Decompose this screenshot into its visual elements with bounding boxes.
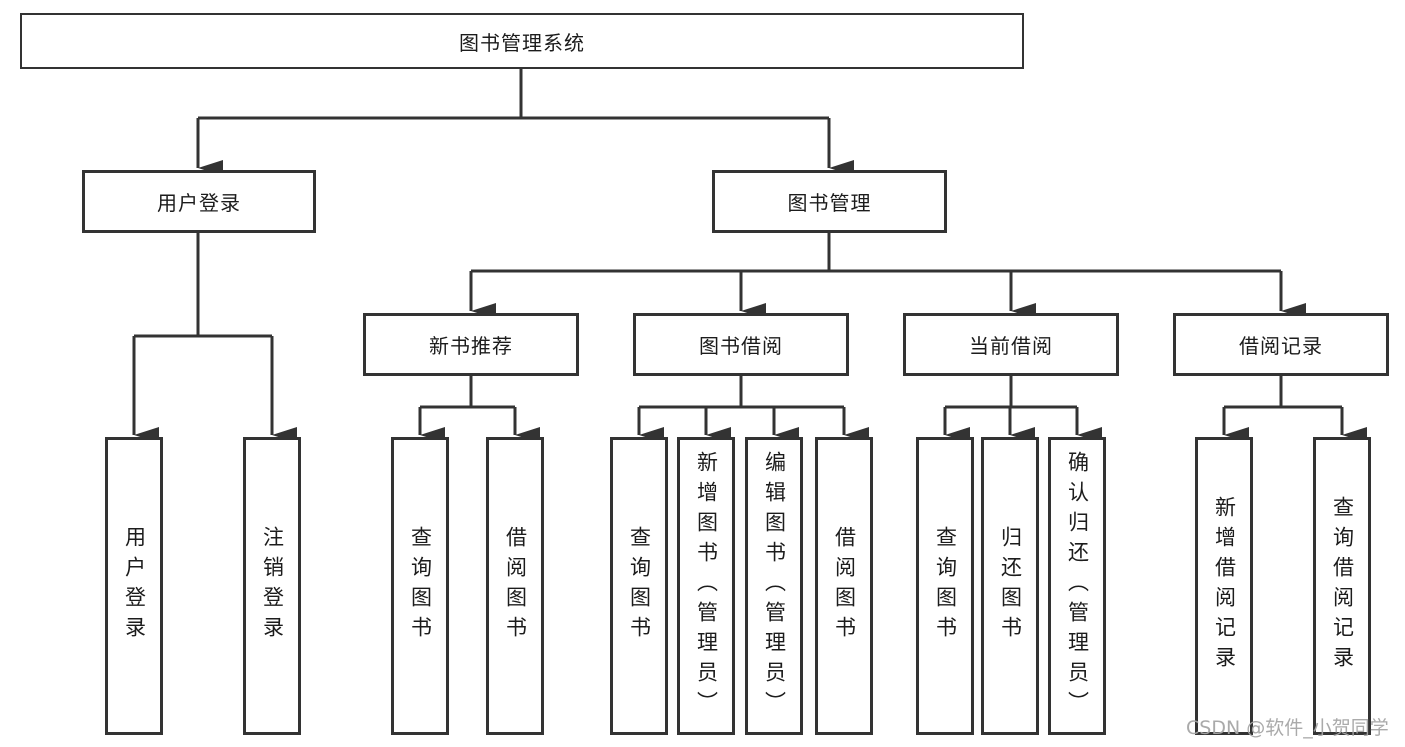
- leaf-record-add: 新增借阅记录: [1195, 437, 1253, 735]
- leaf-newbook-query: 查询图书: [391, 437, 449, 735]
- leaf-borrow-borrow-label: 借阅图书: [832, 526, 857, 646]
- leaf-borrow-borrow: 借阅图书: [815, 437, 873, 735]
- leaf-borrow-edit-admin: 编辑图书（管理员）: [745, 437, 803, 735]
- csdn-watermark: CSDN @软件_小贺同学: [1186, 717, 1389, 739]
- leaf-current-confirm-admin: 确认归还（管理员）: [1048, 437, 1106, 735]
- node-new-book-recommend-label: 新书推荐: [429, 334, 513, 358]
- leaf-borrow-add-admin: 新增图书（管理员）: [677, 437, 735, 735]
- leaf-user-login: 用户登录: [105, 437, 163, 735]
- leaf-borrow-add-admin-label: 新增图书（管理员）: [694, 451, 719, 721]
- leaf-current-query: 查询图书: [916, 437, 974, 735]
- node-current-borrow-label: 当前借阅: [969, 334, 1053, 358]
- node-borrow-record: 借阅记录: [1173, 313, 1389, 376]
- node-current-borrow: 当前借阅: [903, 313, 1119, 376]
- leaf-newbook-borrow-label: 借阅图书: [503, 526, 528, 646]
- node-book-borrow-label: 图书借阅: [699, 334, 783, 358]
- node-system-root-label: 图书管理系统: [459, 30, 585, 55]
- leaf-user-login-label: 用户登录: [122, 526, 147, 646]
- leaf-borrow-query: 查询图书: [610, 437, 668, 735]
- node-user-login-label: 用户登录: [157, 191, 241, 215]
- node-borrow-record-label: 借阅记录: [1239, 334, 1323, 358]
- node-system-root: 图书管理系统: [20, 13, 1024, 69]
- node-new-book-recommend: 新书推荐: [363, 313, 579, 376]
- leaf-logout-label: 注销登录: [260, 526, 285, 646]
- leaf-newbook-query-label: 查询图书: [408, 526, 433, 646]
- leaf-current-query-label: 查询图书: [933, 526, 958, 646]
- leaf-record-add-label: 新增借阅记录: [1212, 496, 1237, 676]
- leaf-borrow-query-label: 查询图书: [627, 526, 652, 646]
- leaf-logout: 注销登录: [243, 437, 301, 735]
- leaf-current-confirm-admin-label: 确认归还（管理员）: [1065, 451, 1090, 721]
- node-book-management: 图书管理: [712, 170, 947, 233]
- leaf-current-return-label: 归还图书: [998, 526, 1023, 646]
- leaf-record-query-label: 查询借阅记录: [1330, 496, 1355, 676]
- node-user-login: 用户登录: [82, 170, 316, 233]
- leaf-borrow-edit-admin-label: 编辑图书（管理员）: [762, 451, 787, 721]
- node-book-borrow: 图书借阅: [633, 313, 849, 376]
- leaf-record-query: 查询借阅记录: [1313, 437, 1371, 735]
- node-book-management-label: 图书管理: [787, 191, 872, 215]
- leaf-newbook-borrow: 借阅图书: [486, 437, 544, 735]
- leaf-current-return: 归还图书: [981, 437, 1039, 735]
